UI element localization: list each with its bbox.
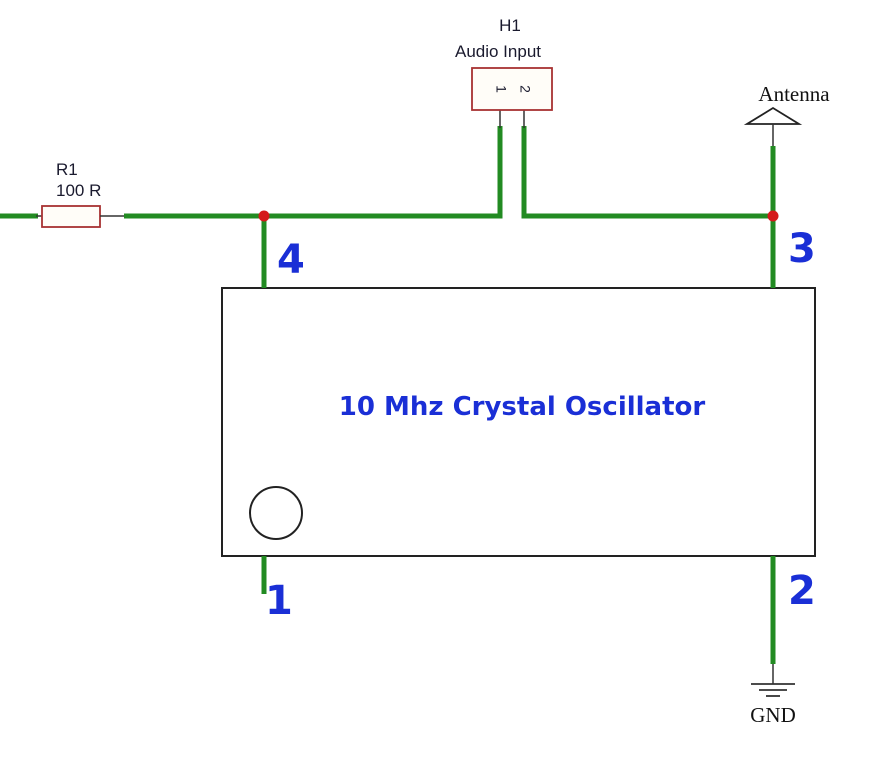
oscillator-title: 10 Mhz Crystal Oscillator bbox=[339, 392, 706, 422]
pin-number-3: 3 bbox=[788, 226, 816, 272]
header-pin1-label: 1 bbox=[493, 85, 509, 93]
header-pin2-label: 2 bbox=[517, 85, 533, 93]
oscillator-body bbox=[221, 287, 816, 557]
pin-number-1: 1 bbox=[265, 578, 293, 624]
pin-number-2: 2 bbox=[788, 568, 816, 614]
header-name: Audio Input bbox=[455, 42, 541, 61]
resistor-ref: R1 bbox=[56, 160, 78, 179]
resistor-value: 100 R bbox=[56, 181, 101, 200]
wire-header-pin2-to-pin3 bbox=[521, 126, 773, 219]
ground-icon bbox=[751, 664, 795, 697]
resistor-r1-body bbox=[41, 205, 101, 228]
antenna-icon bbox=[743, 106, 803, 125]
antenna-label: Antenna bbox=[758, 82, 830, 106]
wire-r1-to-header-pin1 bbox=[124, 126, 503, 219]
junction-pin4 bbox=[258, 210, 270, 222]
junction-pin3 bbox=[767, 210, 779, 222]
pin-number-4: 4 bbox=[277, 237, 305, 283]
pin1-indicator-circle bbox=[249, 486, 303, 540]
header-ref: H1 bbox=[499, 16, 521, 35]
header-h1-body bbox=[471, 67, 553, 111]
ground-label: GND bbox=[750, 703, 796, 727]
